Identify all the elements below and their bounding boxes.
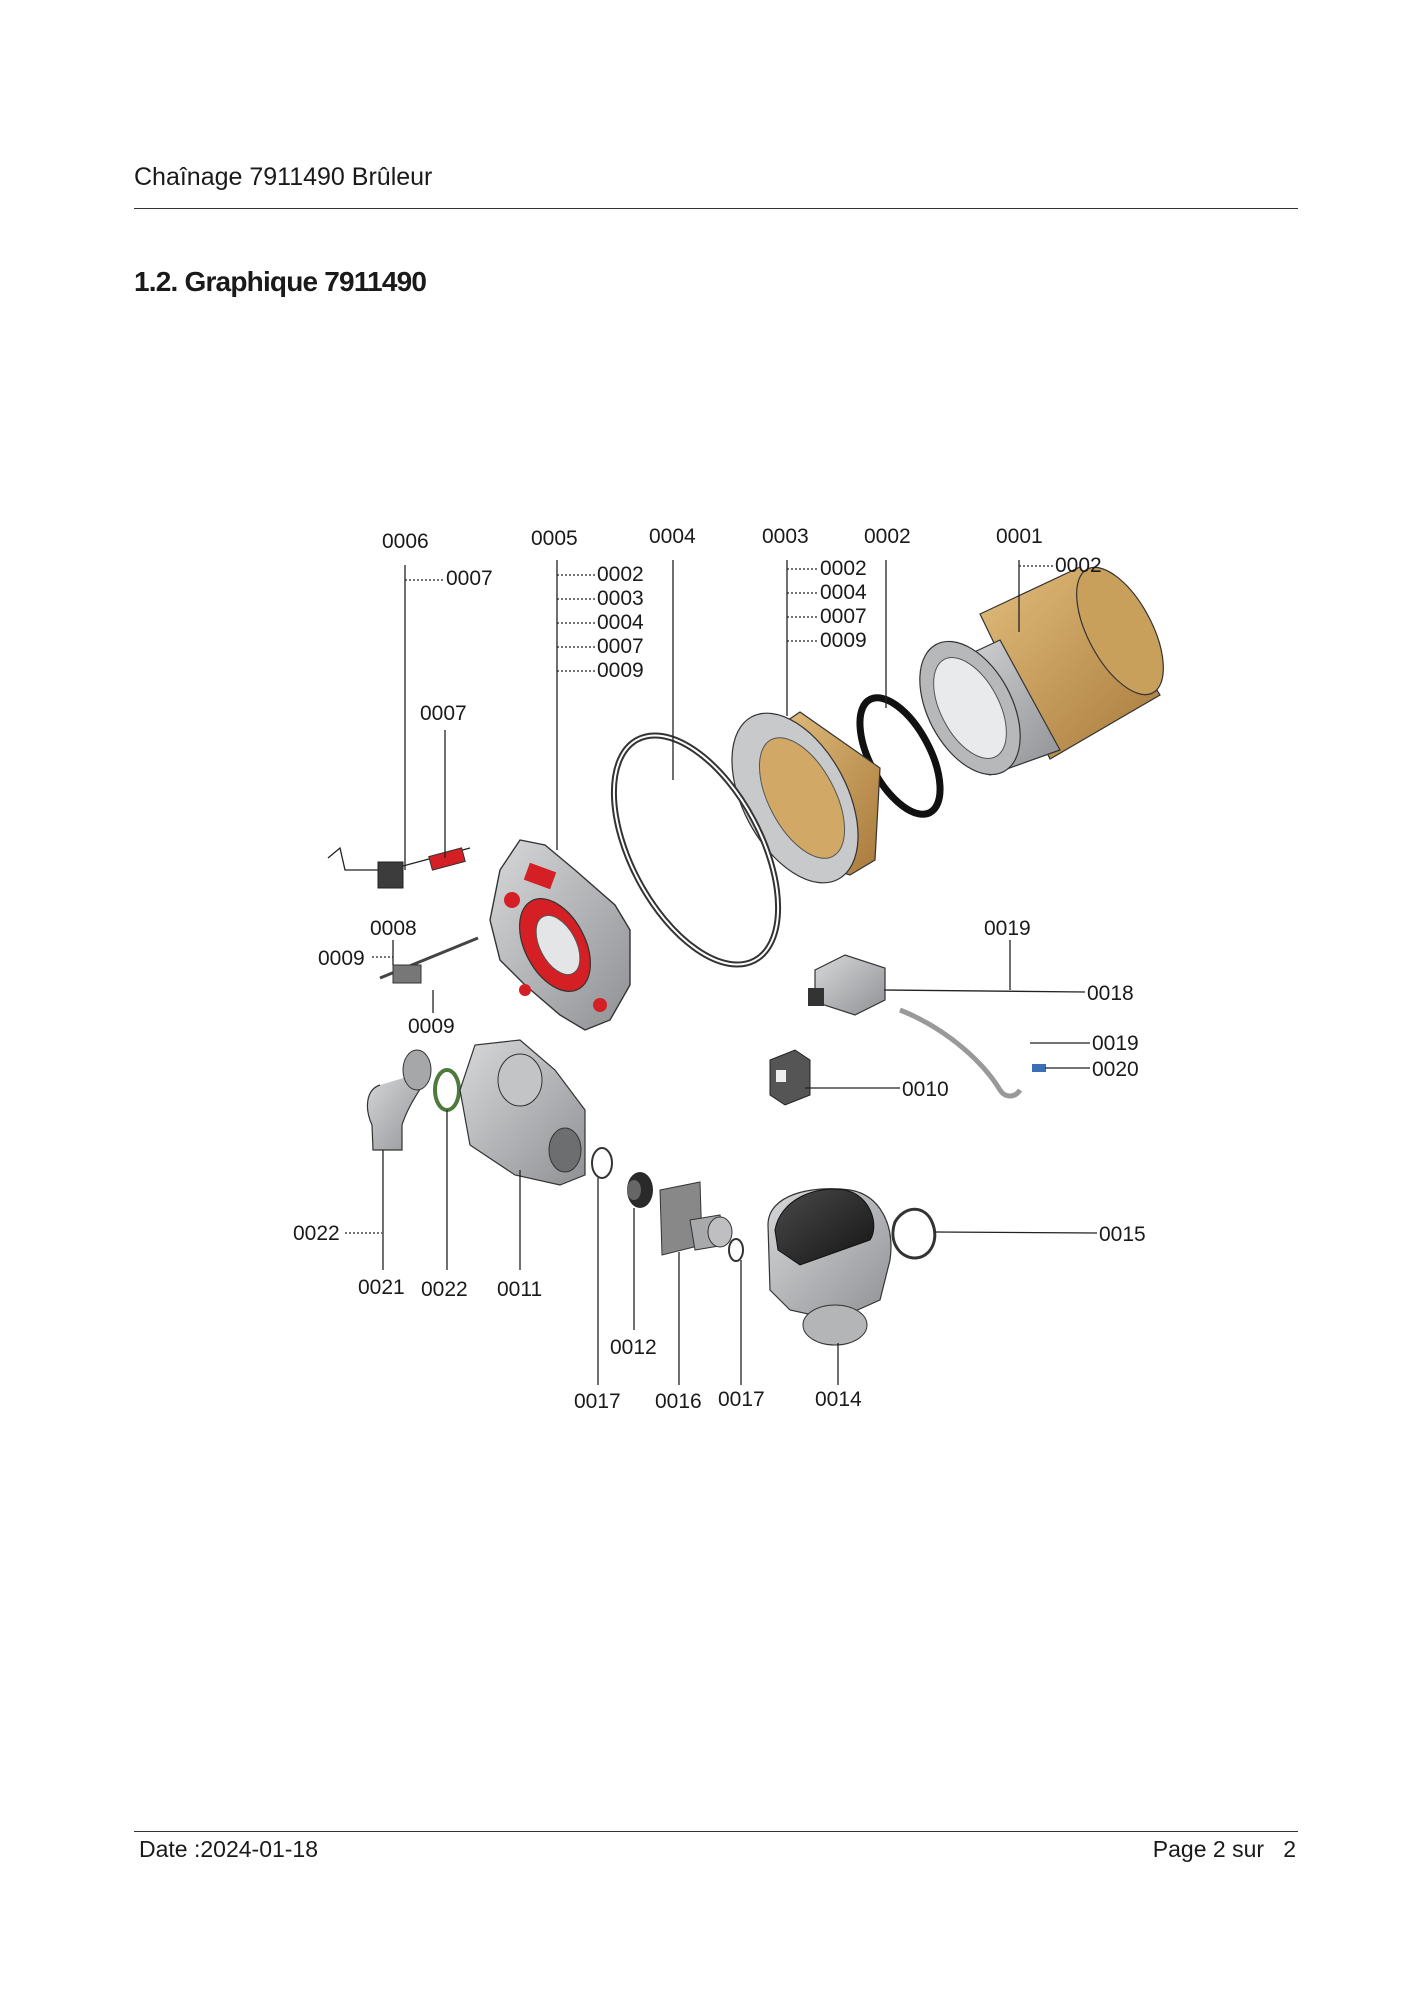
callout-0012: 0012 [610, 1336, 657, 1359]
callout-0010: 0010 [902, 1078, 949, 1101]
callout-0020: 0020 [1092, 1058, 1139, 1081]
callout-0005-sub-0009: 0009 [597, 659, 644, 682]
part-0008-ionisation-probe [379, 936, 479, 984]
callout-0015: 0015 [1099, 1223, 1146, 1246]
part-0018-ignition-transformer [808, 954, 886, 1016]
callout-0001-sub-0002: 0002 [1055, 554, 1102, 577]
callout-0005-sub-0002: 0002 [597, 563, 644, 586]
callout-0005-sub-0004: 0004 [597, 611, 644, 634]
callout-0011: 0011 [497, 1278, 542, 1301]
part-0017-o-ring-left [591, 1147, 613, 1179]
callout-labels: 0006 0007 0005 0002 0003 0004 0007 0009 … [293, 525, 1146, 1413]
callout-0009-left: 0009 [318, 947, 365, 970]
callout-0017-left: 0017 [574, 1390, 621, 1413]
header-divider [134, 208, 1298, 209]
callout-0005-sub-0007: 0007 [597, 635, 644, 658]
part-0005-flange-plate [489, 839, 631, 1031]
part-0020-connector [1032, 1064, 1046, 1072]
section-title: 1.2. Graphique 7911490 [134, 266, 427, 297]
callout-0022-left: 0022 [293, 1222, 340, 1245]
callout-0003-sub-0007: 0007 [820, 605, 867, 628]
callout-0007: 0007 [420, 702, 467, 725]
callout-0006-sub-0007: 0007 [446, 567, 493, 590]
callout-0005-sub-0003: 0003 [597, 587, 644, 610]
part-0011-gas-valve [459, 1039, 586, 1186]
part-0001-burner-tube [919, 566, 1164, 776]
part-0012-nozzle [627, 1172, 653, 1208]
callout-0022-bottom: 0022 [421, 1278, 468, 1301]
document-header-title: Chaînage 7911490 Brûleur [134, 163, 433, 191]
callout-0001: 0001 [996, 525, 1043, 548]
callout-0018: 0018 [1087, 982, 1134, 1005]
callout-0016: 0016 [655, 1390, 702, 1413]
part-0014-blower [767, 1188, 892, 1346]
leader-lines [345, 560, 1098, 1385]
callout-0004: 0004 [649, 525, 696, 548]
part-0016-flange-pipe [659, 1181, 733, 1256]
part-0004-sealing-ring-highlight [612, 734, 780, 966]
part-0019-cable [899, 1007, 1023, 1099]
part-0010-pressure-switch [769, 1049, 811, 1106]
callout-0019-top: 0019 [984, 917, 1031, 940]
callout-0009-bottom: 0009 [408, 1015, 455, 1038]
callout-0003-sub-0009: 0009 [820, 629, 867, 652]
callout-0008: 0008 [370, 917, 417, 940]
part-0006-ignition-electrode [327, 846, 471, 889]
callout-0003-sub-0004: 0004 [820, 581, 867, 604]
footer-page-number: Page 2 sur 2 [1152, 1836, 1296, 1862]
callout-0005: 0005 [531, 527, 578, 550]
callout-0006: 0006 [382, 530, 429, 553]
part-0017-o-ring-right [728, 1238, 744, 1262]
part-0021-gas-hose [366, 1049, 432, 1151]
footer-date: Date :2024-01-18 [139, 1836, 319, 1862]
callout-0003: 0003 [762, 525, 809, 548]
callout-0017-right: 0017 [718, 1388, 765, 1411]
part-0003-insulation-ring [731, 711, 881, 884]
footer-divider [134, 1831, 1298, 1832]
part-0022-o-ring [433, 1068, 461, 1112]
part-0015-fan-gasket [891, 1207, 937, 1260]
callout-0014: 0014 [815, 1388, 862, 1411]
callout-0003-sub-0002: 0002 [820, 557, 867, 580]
callout-0019-right: 0019 [1092, 1032, 1139, 1055]
callout-0021: 0021 [358, 1276, 405, 1299]
callout-0002: 0002 [864, 525, 911, 548]
